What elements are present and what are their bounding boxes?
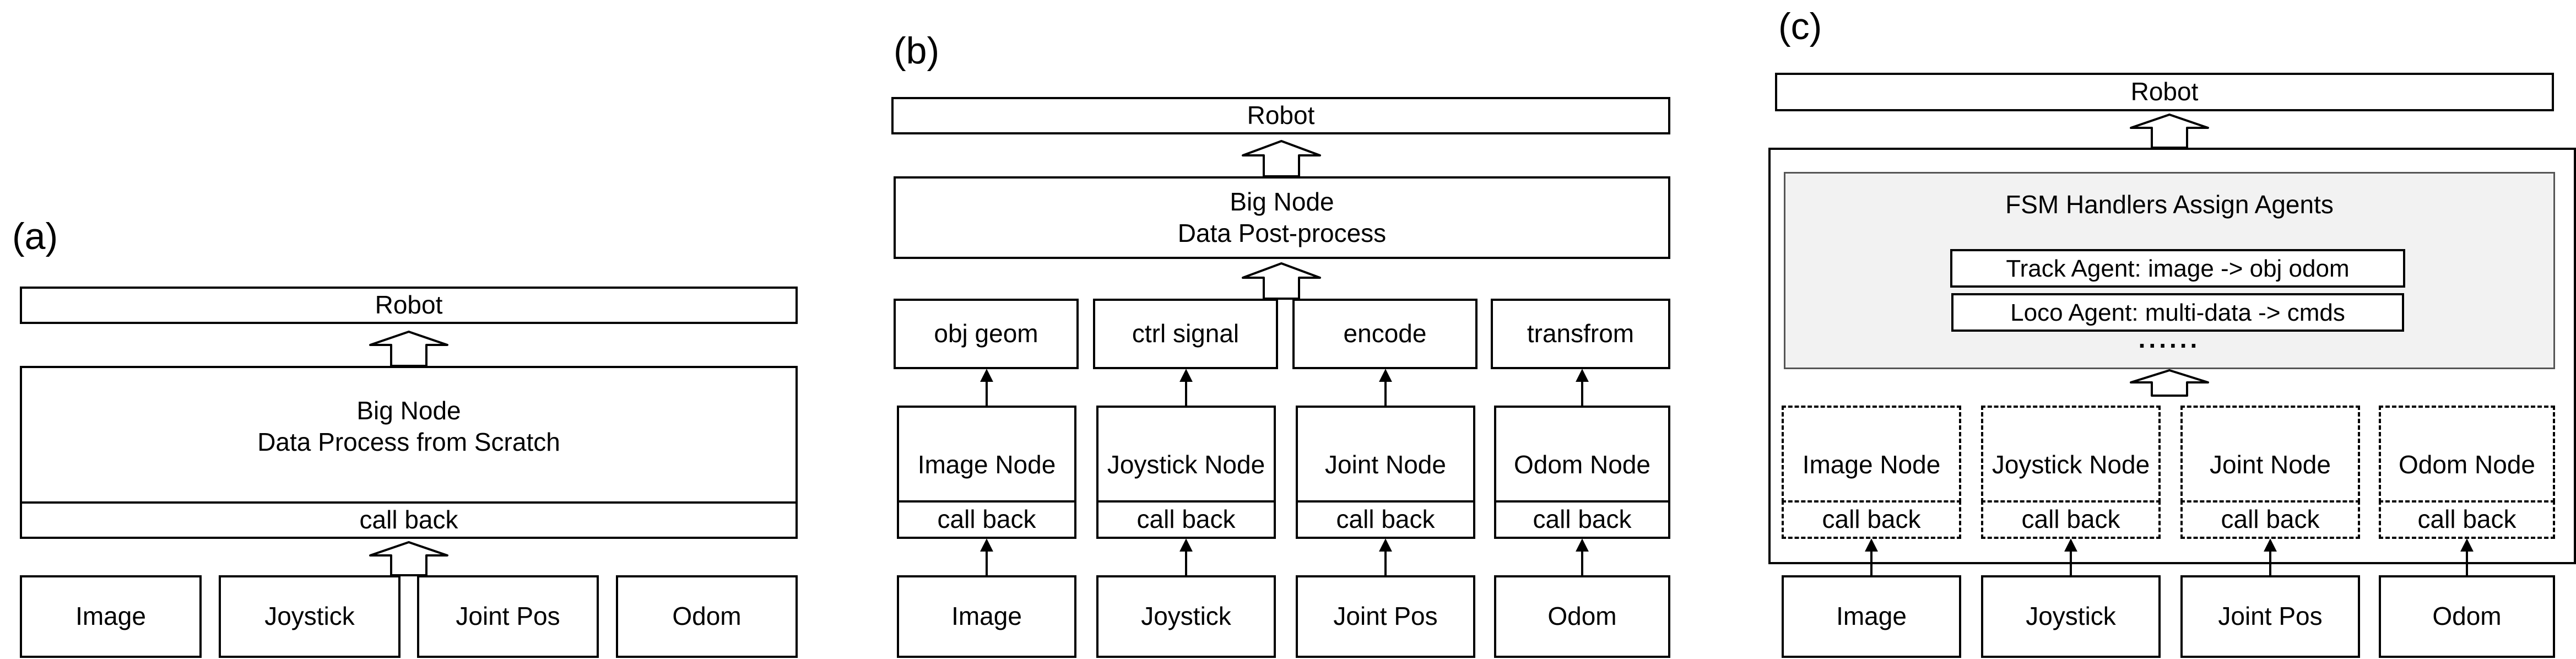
panel-b-callback-odom-label: call back	[1533, 505, 1632, 534]
panel-b-callback-joint: call back	[1296, 500, 1475, 539]
panel-b-node-image-label: Image Node	[917, 450, 1056, 479]
panel-c-node-odom-label: Odom Node	[2398, 450, 2535, 479]
panel-c-label: (c)	[1778, 6, 1822, 47]
panel-b-node-odom-label: Odom Node	[1513, 450, 1650, 479]
panel-b-callback-odom: call back	[1494, 500, 1670, 539]
panel-a-robot-label: Robot	[375, 290, 443, 320]
panel-c-input-joystick: Joystick	[1981, 575, 2161, 658]
panel-c-node-joystick-label: Joystick Node	[1991, 450, 2150, 479]
panel-a-input-odom-label: Odom	[672, 602, 742, 631]
panel-c-loco-agent-label: Loco Agent: multi-data -> cmds	[2010, 299, 2345, 326]
panel-c-callback-joystick-label: call back	[2021, 505, 2120, 534]
panel-a-robot-box: Robot	[20, 287, 798, 324]
panel-b-input-image-label: Image	[951, 602, 1022, 631]
panel-c-block-arrow-top	[2130, 114, 2209, 149]
panel-b-output-ctrl-signal-label: ctrl signal	[1132, 319, 1240, 348]
panel-a-input-image-label: Image	[75, 602, 146, 631]
panel-c-input-image-label: Image	[1836, 602, 1907, 631]
panel-b-callback-joint-label: call back	[1336, 505, 1435, 534]
panel-c-track-agent-label: Track Agent: image -> obj odom	[2006, 255, 2350, 282]
panel-b-input-joystick: Joystick	[1096, 575, 1276, 658]
panel-c-input-image: Image	[1782, 575, 1961, 658]
panel-c-robot-label: Robot	[2130, 77, 2199, 106]
panel-b-input-joint-pos-label: Joint Pos	[1333, 602, 1438, 631]
panel-b-output-encode-label: encode	[1343, 319, 1427, 348]
panel-c-loco-agent: Loco Agent: multi-data -> cmds	[1951, 293, 2404, 332]
panel-c-input-joystick-label: Joystick	[2026, 602, 2116, 631]
panel-c-callback-image: call back	[1782, 500, 1961, 539]
panel-b-input-joint-pos: Joint Pos	[1296, 575, 1475, 658]
panel-b-block-arrow-top	[1242, 140, 1321, 177]
panel-a-label: (a)	[12, 215, 58, 257]
panel-b-node-image: Image Node	[897, 406, 1076, 503]
panel-b-big-node-subtitle: Data Post-process	[1177, 219, 1387, 247]
panel-b-node-joint: Joint Node	[1296, 406, 1475, 503]
panel-a-input-joint-pos: Joint Pos	[417, 575, 599, 658]
panel-a-big-node-title: Big Node	[356, 396, 461, 425]
panel-a-block-arrow-bottom	[369, 541, 448, 576]
panel-b-input-image: Image	[897, 575, 1076, 658]
panel-a-callback-label: call back	[359, 505, 458, 534]
panel-b-big-node: Big Node Data Post-process	[894, 176, 1670, 259]
panel-b-node-joint-label: Joint Node	[1325, 450, 1446, 479]
panel-b-robot-box: Robot	[891, 97, 1670, 134]
panel-a-input-joint-pos-label: Joint Pos	[456, 602, 560, 631]
panel-b-input-odom-label: Odom	[1547, 602, 1617, 631]
panel-b-output-transfrom-label: transfrom	[1527, 319, 1635, 348]
panel-b-block-arrow-bottom	[1242, 262, 1321, 300]
panel-c-node-joint-label: Joint Node	[2210, 450, 2331, 479]
panel-c-callback-odom: call back	[2379, 500, 2555, 539]
panel-c-track-agent: Track Agent: image -> obj odom	[1950, 249, 2405, 288]
panel-a-input-odom: Odom	[616, 575, 798, 658]
panel-b-callback-image: call back	[897, 500, 1076, 539]
panel-c-callback-odom-label: call back	[2417, 505, 2517, 534]
panel-c-input-joint-pos-label: Joint Pos	[2218, 602, 2323, 631]
panel-b-node-joystick: Joystick Node	[1096, 406, 1276, 503]
panel-c-robot-box: Robot	[1775, 73, 2554, 111]
panel-c-input-odom-label: Odom	[2432, 602, 2502, 631]
panel-b-output-encode: encode	[1292, 299, 1478, 369]
panel-a-input-joystick: Joystick	[219, 575, 401, 658]
panel-b-input-joystick-label: Joystick	[1141, 602, 1231, 631]
panel-b-label: (b)	[894, 30, 940, 72]
panel-c-callback-joint-label: call back	[2221, 505, 2320, 534]
panel-c-input-joint-pos: Joint Pos	[2180, 575, 2360, 658]
panel-c-block-arrow-bottom	[2130, 369, 2209, 397]
panel-c-node-image-label: Image Node	[1802, 450, 1941, 479]
panel-b-input-odom: Odom	[1494, 575, 1670, 658]
panel-c-callback-image-label: call back	[1822, 505, 1921, 534]
panel-a-block-arrow-top	[369, 331, 448, 367]
panel-b-callback-joystick: call back	[1096, 500, 1276, 539]
panel-b-node-odom: Odom Node	[1494, 406, 1670, 503]
panel-a-input-joystick-label: Joystick	[264, 602, 355, 631]
panel-b-output-obj-geom-label: obj geom	[934, 319, 1038, 348]
panel-c-fsm-title: FSM Handlers Assign Agents	[2005, 190, 2334, 219]
panel-a-input-image: Image	[20, 575, 202, 658]
panel-a-callback-box: call back	[20, 501, 798, 539]
panel-b-robot-label: Robot	[1247, 101, 1315, 130]
panel-b-output-ctrl-signal: ctrl signal	[1093, 299, 1278, 369]
panel-b-node-joystick-label: Joystick Node	[1107, 450, 1265, 479]
panel-b-callback-joystick-label: call back	[1137, 505, 1236, 534]
panel-a-big-node-subtitle: Data Process from Scratch	[257, 428, 560, 456]
panel-b-callback-image-label: call back	[937, 505, 1036, 534]
panel-b-big-node-title: Big Node	[1230, 187, 1334, 216]
panel-c-input-odom: Odom	[2379, 575, 2555, 658]
panel-b-output-obj-geom: obj geom	[894, 299, 1079, 369]
panel-c-ellipsis: ......	[2138, 325, 2201, 353]
panel-c-callback-joint: call back	[2180, 500, 2360, 539]
panel-c-callback-joystick: call back	[1981, 500, 2161, 539]
panel-b-output-transfrom: transfrom	[1491, 299, 1670, 369]
